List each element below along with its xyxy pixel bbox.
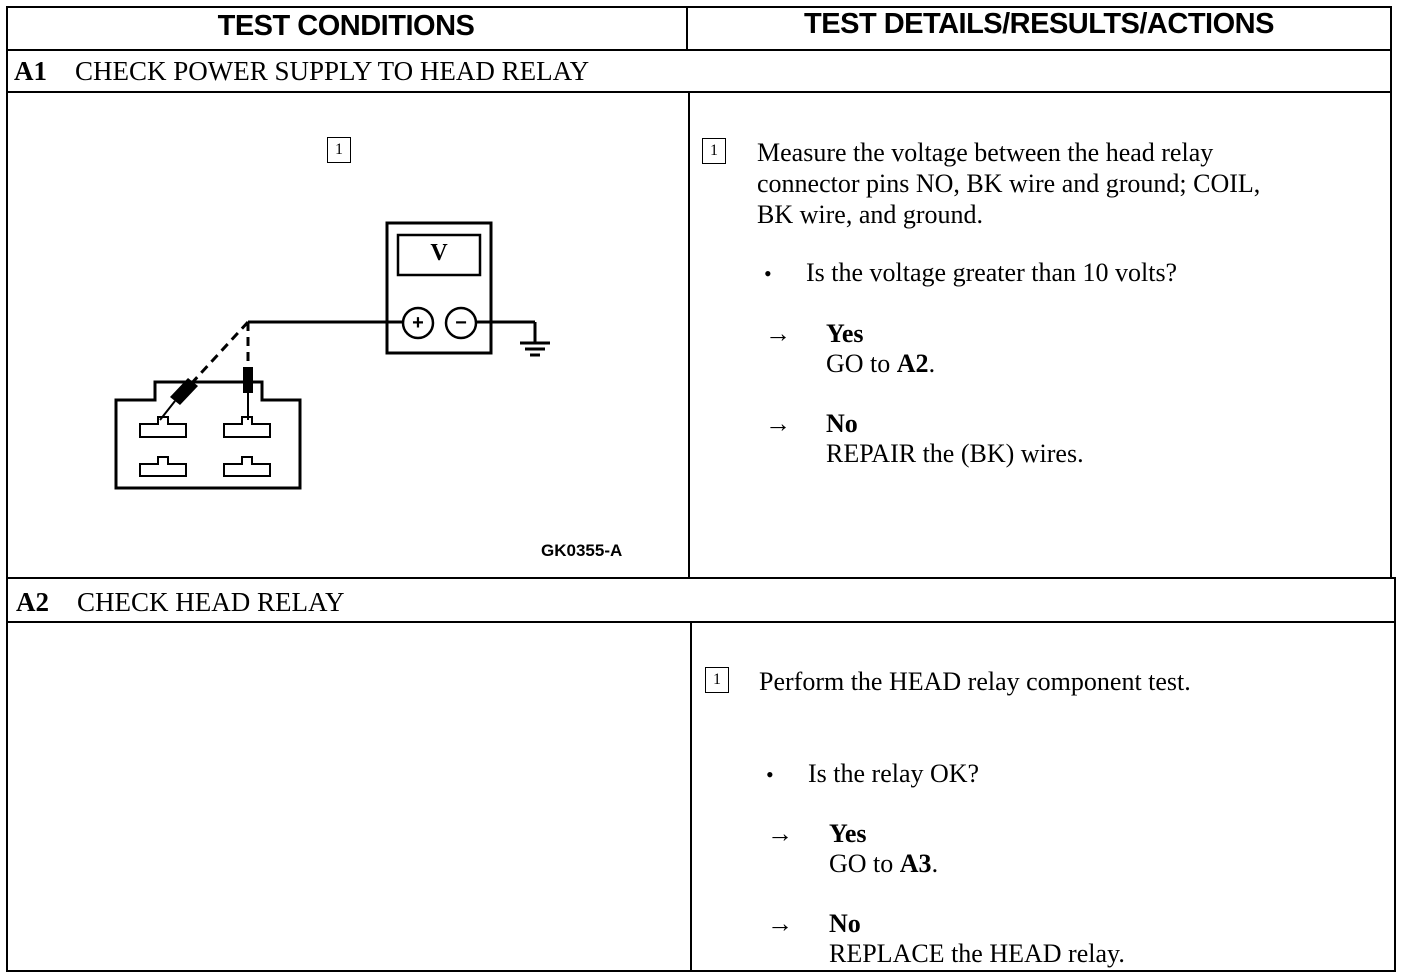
a2-question: Is the relay OK? [808,759,980,788]
a2-step-marker: 1 [705,667,729,693]
a1-instruction-line-2: connector pins NO, BK wire and ground; C… [757,169,1261,198]
a1-figure-id: GK0355-A [541,541,623,560]
table-right-border-top [1390,6,1392,579]
a1-yes-action-prefix: GO to [826,349,897,378]
probe-angled-icon [159,378,198,421]
a1-instruction-line-1: Measure the voltage between the head rel… [757,138,1214,167]
plus-symbol: + [412,312,424,334]
minus-symbol: − [455,312,467,334]
a2-yes-action-prefix: GO to [829,849,900,878]
table-bottom-border [6,970,1396,972]
a2-no-label: No [829,909,861,938]
probe-icon [243,367,253,420]
a1-instruction: Measure the voltage between the head rel… [757,137,1260,230]
column-divider-a2 [690,621,692,972]
a2-section-label: CHECK HEAD RELAY [77,587,345,617]
a2-yes-action: GO to A3. [829,848,938,879]
a2-section-title: A2 CHECK HEAD RELAY [16,587,345,618]
column-divider-header [686,6,688,50]
a2-yes-label: Yes [829,819,867,848]
a2-title-bottom-rule [6,621,1394,623]
a2-no-action: REPLACE the HEAD relay. [829,939,1125,968]
a1-bullet: • [764,261,772,286]
a2-yes-arrow: → [767,819,793,848]
a2-bullet: • [766,762,774,787]
a2-no-arrow: → [767,909,793,938]
a1-title-bottom-rule [6,91,1392,93]
header-test-conditions: TEST CONDITIONS [217,10,475,42]
a1-yes-arrow: → [765,319,791,348]
a1-no-arrow: → [765,409,791,438]
a2-instruction: Perform the HEAD relay component test. [759,667,1191,696]
voltmeter-label: V [430,240,448,266]
header-bottom-rule [6,49,1392,51]
a1-question: Is the voltage greater than 10 volts? [806,258,1178,287]
voltmeter-display [396,233,482,277]
a2-yes-action-target: A3 [899,849,932,878]
a1-yes-label: Yes [826,319,864,348]
a1-yes-action-suffix: . [928,349,936,378]
a1-yes-action: GO to A2. [826,348,935,379]
table-left-border [6,6,8,972]
voltmeter-diagram [114,221,550,490]
a1-no-label: No [826,409,858,438]
connector-pins [139,416,271,477]
table-top-border [6,6,1392,8]
header-test-details: TEST DETAILS/RESULTS/ACTIONS [804,8,1274,40]
voltmeter-body [385,221,493,355]
table-right-border-bottom [1394,577,1396,972]
column-divider-a1 [688,91,690,579]
ground-icon [520,341,550,357]
a1-section-id: A1 [14,56,47,86]
a1-figure-step-marker: 1 [327,137,351,163]
a1-instruction-line-3: BK wire, and ground. [757,200,984,229]
a1-no-action: REPAIR the (BK) wires. [826,439,1084,468]
a1-step-marker: 1 [702,138,726,164]
a1-yes-action-target: A2 [896,349,929,378]
a1-section-label: CHECK POWER SUPPLY TO HEAD RELAY [75,56,590,86]
a2-section-id: A2 [16,587,49,617]
a1-bottom-rule [6,577,1394,579]
a1-section-title: A1 CHECK POWER SUPPLY TO HEAD RELAY [14,56,589,87]
relay-connector [114,380,302,490]
a2-yes-action-suffix: . [931,849,939,878]
